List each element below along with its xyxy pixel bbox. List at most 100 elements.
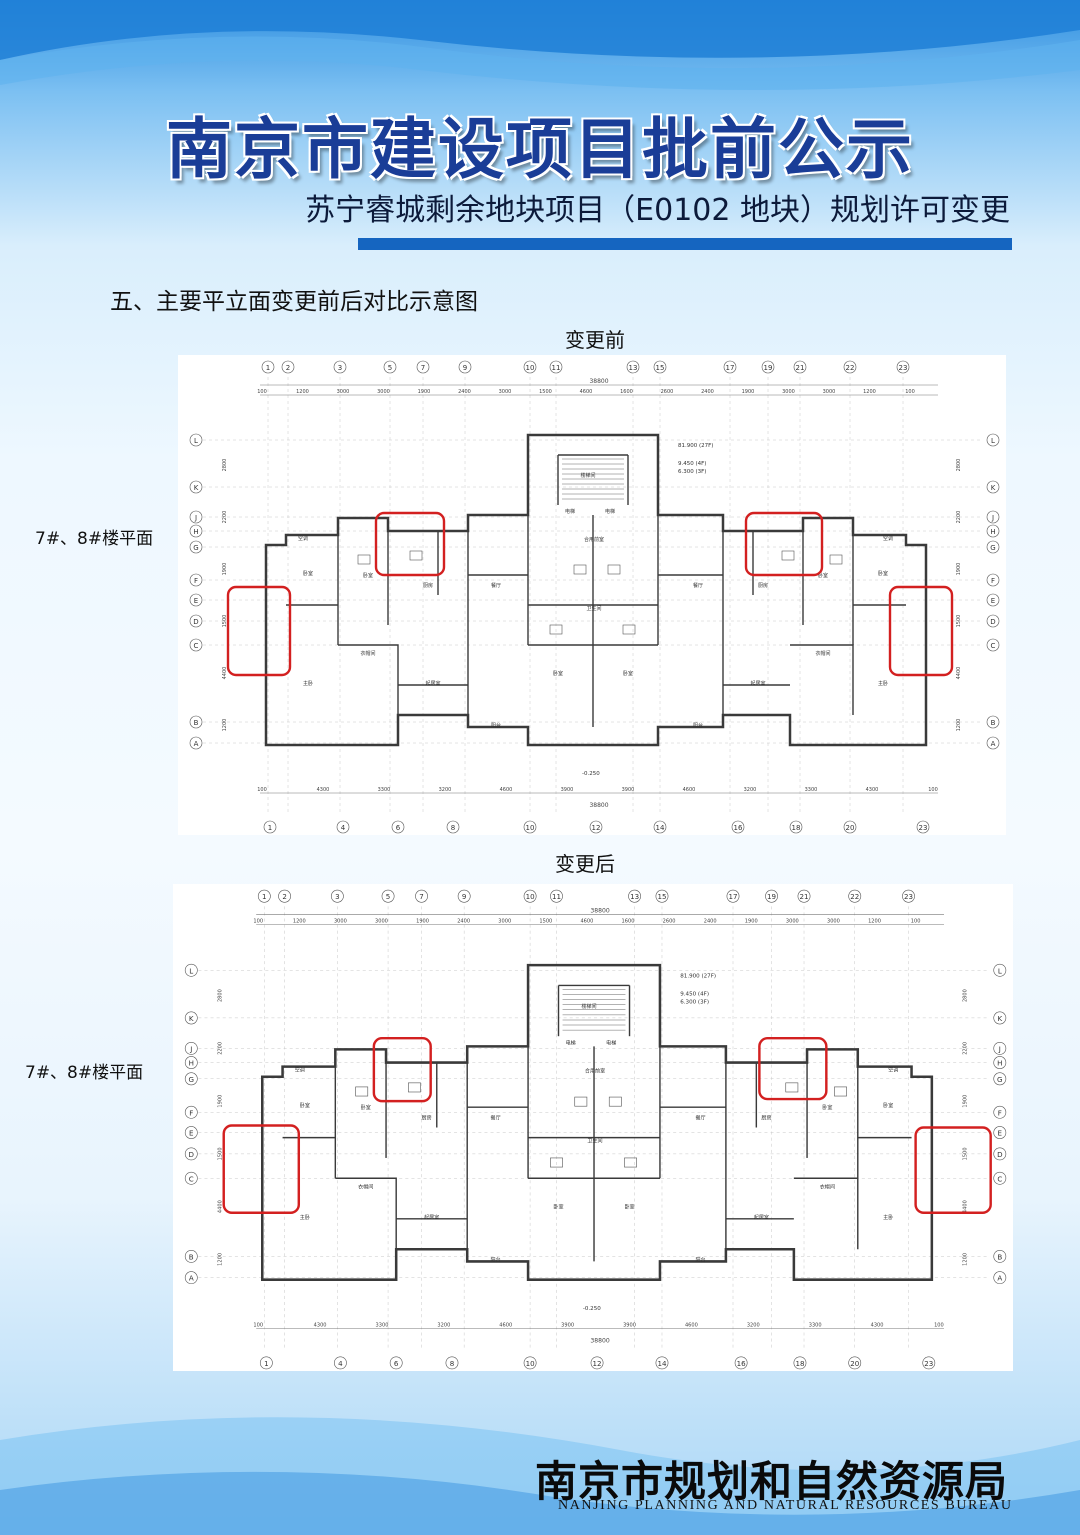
axis-bubble-top bbox=[330, 889, 344, 903]
axis-label-top: 22 bbox=[850, 892, 859, 901]
axis-label-right: C bbox=[991, 642, 996, 650]
dimension-bottom: 3300 bbox=[376, 1322, 389, 1328]
dimension-top: 1600 bbox=[620, 389, 633, 395]
axis-bubble-top bbox=[902, 889, 915, 903]
dimension-bottom: 100 bbox=[928, 787, 938, 793]
dimension-bottom: 3900 bbox=[561, 1322, 574, 1328]
axis-label-top: 9 bbox=[462, 892, 467, 901]
room-label: 卫生间 bbox=[587, 1138, 602, 1145]
dimension-side-left: 2800 bbox=[218, 989, 224, 1002]
axis-label-top: 2 bbox=[282, 892, 287, 901]
dimension-bottom: 3300 bbox=[805, 787, 818, 793]
axis-label-bottom: 14 bbox=[656, 824, 665, 832]
fixture bbox=[785, 1082, 799, 1093]
room-label: 餐厅 bbox=[695, 1114, 705, 1121]
room-label: 起居室 bbox=[424, 1214, 439, 1221]
axis-bubble-right bbox=[993, 1041, 1007, 1055]
axis-label-bottom: 8 bbox=[451, 824, 455, 832]
axis-label-top: 11 bbox=[552, 364, 561, 372]
axis-label-left: H bbox=[189, 1059, 194, 1068]
dimension-bottom: 3200 bbox=[437, 1322, 450, 1328]
fixture bbox=[355, 1086, 369, 1097]
axis-bubble-bottom bbox=[848, 1356, 862, 1370]
axis-label-top: 10 bbox=[526, 892, 536, 901]
axis-label-bottom: 12 bbox=[593, 1359, 602, 1368]
axis-label-right: C bbox=[997, 1174, 1002, 1183]
dimension-side-right: 1500 bbox=[962, 1147, 968, 1160]
axis-label-right: L bbox=[998, 966, 1002, 975]
dimension-bottom: 100 bbox=[253, 1322, 263, 1328]
project-subtitle: 苏宁睿城剩余地块项目（E0102 地块）规划许可变更 bbox=[305, 193, 1010, 228]
dimension-top: 1500 bbox=[539, 919, 552, 925]
axis-label-left: A bbox=[194, 740, 199, 748]
section-heading: 五、主要平立面变更前后对比示意图 bbox=[110, 289, 478, 315]
dimension-total-top: 38800 bbox=[590, 907, 609, 914]
axis-bubble-left bbox=[184, 1126, 198, 1139]
dimension-top: 1900 bbox=[418, 389, 431, 395]
dimension-top: 1200 bbox=[293, 919, 306, 925]
bureau-name-en: NANJING PLANNING AND NATURAL RESOURCES B… bbox=[558, 1498, 1013, 1513]
page-title: 南京市建设项目批前公示 bbox=[166, 110, 914, 188]
room-label: 卧室 bbox=[818, 572, 828, 579]
axis-bubble-bottom bbox=[922, 1356, 936, 1370]
footer-background-wave bbox=[0, 1417, 1080, 1535]
axis-label-left: D bbox=[193, 618, 198, 626]
change-highlight-box bbox=[372, 1036, 432, 1103]
dimension-total-bottom: 38800 bbox=[590, 1338, 609, 1345]
room-label: 餐厅 bbox=[693, 582, 703, 589]
axis-bubble-left bbox=[189, 638, 203, 652]
axis-bubble-top bbox=[523, 889, 537, 903]
elevation-note: 6.300 (3F) bbox=[680, 1000, 709, 1006]
axis-bubble-left bbox=[189, 715, 203, 729]
axis-bubble-bottom bbox=[843, 820, 857, 834]
axis-bubble-bottom bbox=[793, 1356, 807, 1370]
room-label: 空调 bbox=[295, 1067, 305, 1074]
axis-label-top: 21 bbox=[796, 364, 805, 372]
axis-bubble-bottom bbox=[589, 820, 603, 834]
dimension-top: 1600 bbox=[622, 919, 635, 925]
dimension-top: 3000 bbox=[334, 919, 347, 925]
room-label: 楼梯间 bbox=[581, 1003, 596, 1010]
dimension-top: 2400 bbox=[457, 919, 470, 925]
fixture bbox=[608, 1096, 622, 1107]
before-floor-label: 7#、8#楼平面 bbox=[35, 529, 154, 549]
change-highlight-box bbox=[914, 1126, 992, 1214]
room-label: 卧室 bbox=[883, 1102, 893, 1109]
axis-label-top: 19 bbox=[767, 892, 777, 901]
room-label: 起居室 bbox=[754, 1214, 769, 1221]
axis-label-left: K bbox=[194, 484, 199, 492]
room-label: 电梯 bbox=[605, 508, 615, 515]
room-label: 厨房 bbox=[422, 1114, 432, 1121]
axis-label-top: 23 bbox=[899, 364, 908, 372]
axis-bubble-left bbox=[184, 1171, 198, 1185]
axis-label-right: B bbox=[991, 719, 996, 727]
axis-bubble-right bbox=[993, 1171, 1007, 1185]
dimension-top: 2600 bbox=[663, 919, 676, 925]
axis-bubble-bottom bbox=[445, 1356, 459, 1370]
dimension-top: 1200 bbox=[868, 919, 881, 925]
room-label: 卧室 bbox=[822, 1104, 832, 1111]
room-label: 电梯 bbox=[565, 508, 575, 515]
axis-bubble-top bbox=[416, 360, 430, 374]
room-label: 卧室 bbox=[553, 670, 563, 677]
room-label: 卧室 bbox=[361, 1104, 371, 1111]
room-label: 卧室 bbox=[553, 1204, 563, 1211]
axis-label-right: B bbox=[997, 1252, 1002, 1261]
room-label: 合用前室 bbox=[585, 1068, 605, 1075]
dimension-bottom: 3200 bbox=[439, 787, 452, 793]
axis-bubble-top bbox=[653, 360, 667, 374]
dimension-bottom: 4300 bbox=[866, 787, 879, 793]
axis-bubble-right bbox=[986, 510, 1000, 524]
axis-bubble-right bbox=[986, 573, 1000, 587]
axis-label-right: G bbox=[997, 1075, 1002, 1084]
axis-bubble-left bbox=[189, 480, 203, 494]
dimension-top: 3000 bbox=[782, 389, 795, 395]
axis-bubble-right bbox=[986, 433, 1000, 447]
room-label: 电梯 bbox=[606, 1039, 616, 1046]
dimension-top: 1900 bbox=[416, 919, 429, 925]
axis-bubble-bottom bbox=[391, 820, 405, 834]
axis-label-top: 3 bbox=[338, 364, 342, 372]
axis-bubble-top bbox=[550, 889, 563, 903]
axis-label-right: H bbox=[990, 528, 995, 536]
